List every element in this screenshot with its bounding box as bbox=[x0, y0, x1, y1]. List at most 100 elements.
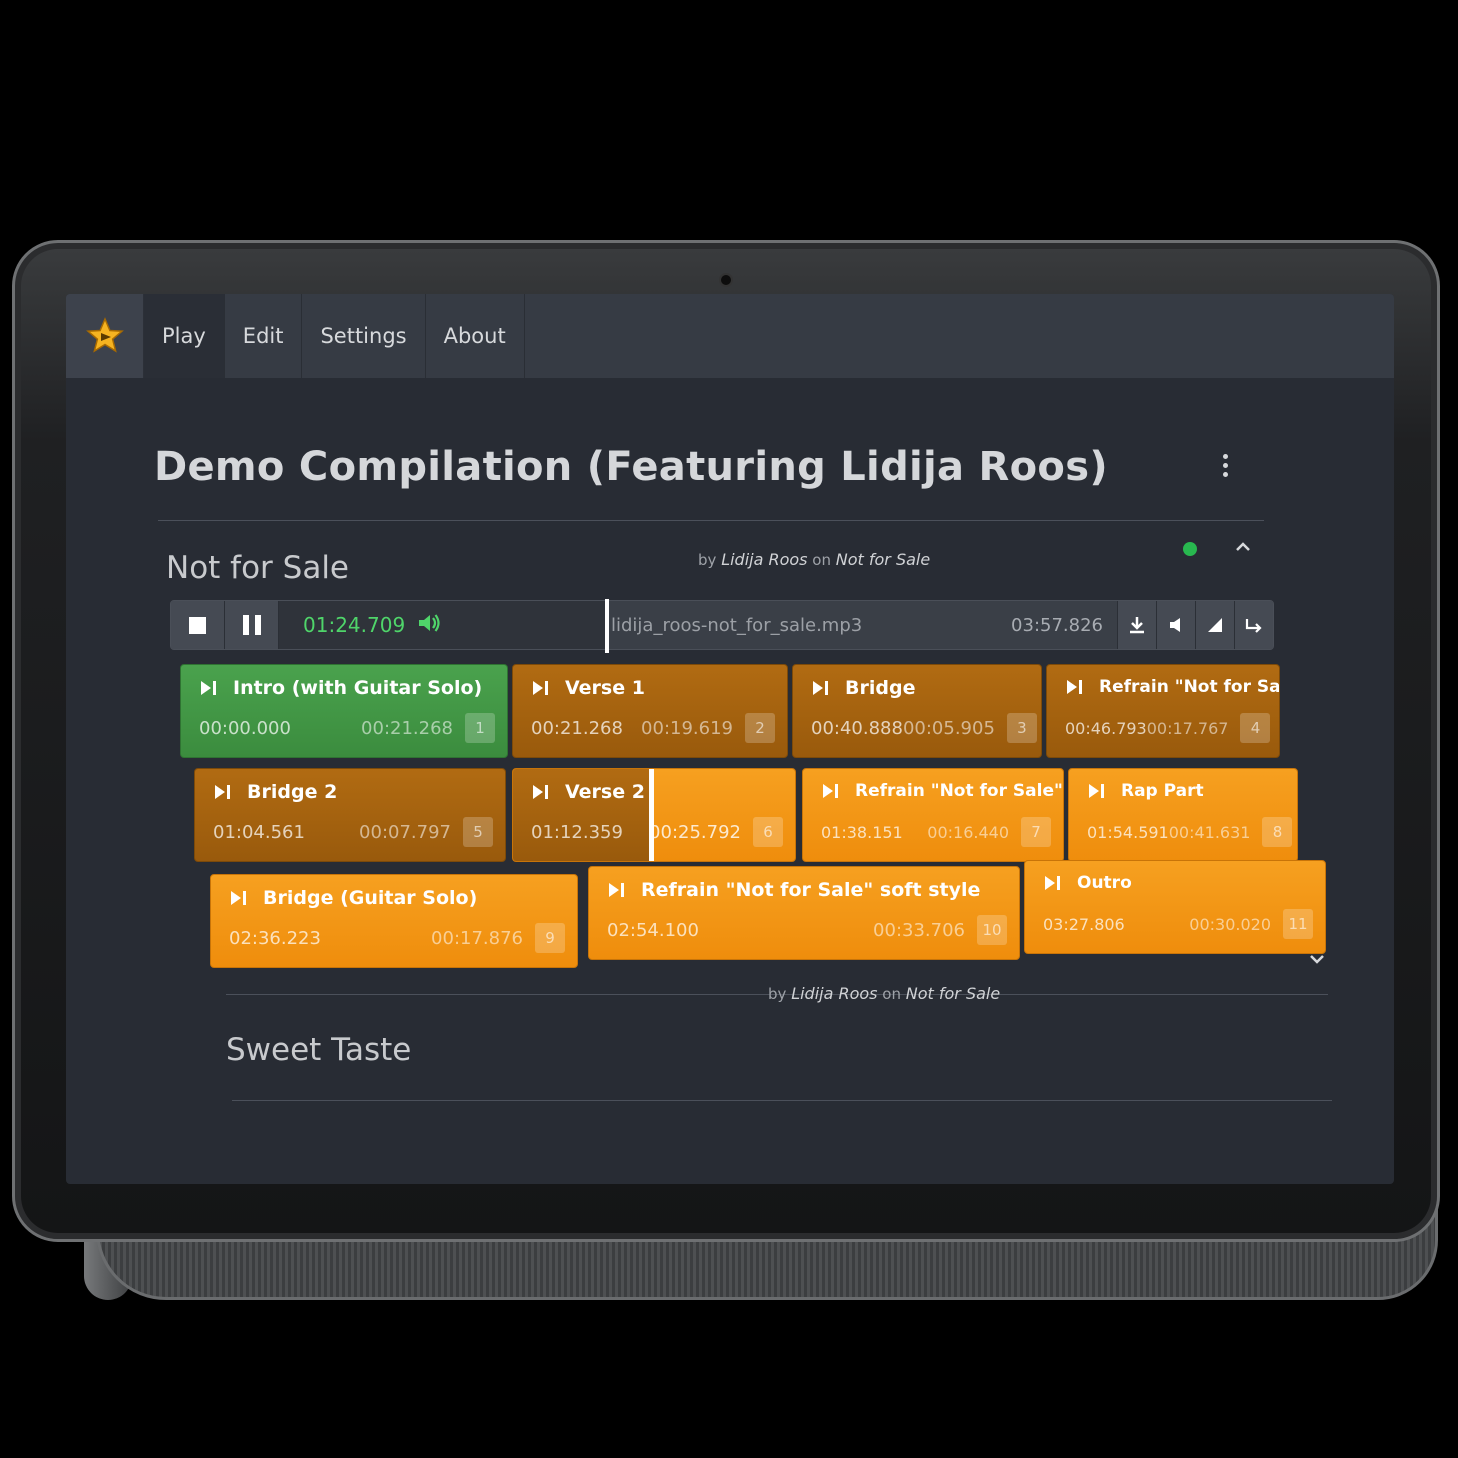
navbar: Play Edit Settings About bbox=[66, 294, 1394, 378]
byline-on: on bbox=[882, 985, 901, 1003]
track-artist: Lidija Roos bbox=[791, 984, 878, 1003]
tab-play-label: Play bbox=[162, 324, 206, 348]
cue-title: Refrain "Not for Sale" soft style bbox=[641, 879, 981, 901]
stop-icon bbox=[189, 616, 206, 634]
app-screen: Play Edit Settings About Demo Compilatio… bbox=[66, 294, 1394, 1184]
cue-start-time: 01:54.591 bbox=[1087, 822, 1169, 842]
cue-button[interactable]: Refrain "Not for Sale" 00:46.79300:17.76… bbox=[1046, 664, 1280, 758]
play-next-icon bbox=[1043, 875, 1063, 891]
cue-start-time: 01:04.561 bbox=[213, 821, 305, 843]
cue-start-time: 01:38.151 bbox=[821, 822, 903, 842]
cue-button[interactable]: Verse 2 01:12.359 00:25.792 6 bbox=[512, 768, 796, 862]
cue-length: 00:25.792 bbox=[649, 821, 741, 843]
cue-button[interactable]: Refrain "Not for Sale" soft style 02:54.… bbox=[588, 866, 1020, 960]
tab-about[interactable]: About bbox=[426, 294, 525, 378]
play-next-icon bbox=[821, 783, 841, 799]
byline-by: by bbox=[698, 551, 717, 569]
cue-number-badge: 10 bbox=[977, 915, 1007, 945]
cue-title: Refrain "Not for Sale" bbox=[1099, 677, 1280, 697]
tab-settings[interactable]: Settings bbox=[302, 294, 426, 378]
media-duration: 03:57.826 bbox=[1011, 614, 1103, 636]
player-bar: 01:24.709 lidija_roos-not_for_sale.mp3 0… bbox=[170, 599, 1274, 653]
cue-start-time: 02:54.100 bbox=[607, 919, 699, 941]
collapse-chevron-up-icon[interactable] bbox=[1234, 534, 1252, 558]
cue-number-badge: 11 bbox=[1283, 909, 1313, 939]
volume-speaker-icon bbox=[417, 612, 441, 639]
return-arrow-icon[interactable] bbox=[1234, 601, 1273, 649]
waveform-seekbar[interactable]: lidija_roos-not_for_sale.mp3 03:57.826 bbox=[605, 599, 1117, 653]
cue-number-badge: 3 bbox=[1006, 713, 1037, 743]
play-next-icon bbox=[229, 890, 249, 906]
cue-button[interactable]: Refrain "Not for Sale" 01:38.151 00:16.44… bbox=[802, 768, 1064, 862]
compilation-title: Demo Compilation (Featuring Lidija Roos) bbox=[154, 444, 1108, 490]
current-time: 01:24.709 bbox=[303, 613, 406, 637]
play-next-icon bbox=[531, 784, 551, 800]
cue-start-time: 00:46.793 bbox=[1065, 718, 1147, 738]
track-album: Not for Sale bbox=[905, 984, 1001, 1003]
cue-length: 00:17.876 bbox=[431, 927, 523, 949]
pause-button[interactable] bbox=[225, 601, 279, 649]
cue-length: 00:30.020 bbox=[1189, 914, 1271, 934]
track-byline: by Lidija Roos on Not for Sale bbox=[768, 984, 1000, 1003]
pause-icon bbox=[242, 615, 261, 635]
play-next-icon bbox=[199, 680, 219, 696]
cue-number-badge: 9 bbox=[535, 923, 565, 953]
tab-play[interactable]: Play bbox=[144, 294, 225, 378]
app-logo-star-icon[interactable] bbox=[66, 294, 144, 378]
stop-button[interactable] bbox=[171, 601, 225, 649]
more-options-icon[interactable] bbox=[1218, 454, 1232, 478]
track-divider bbox=[226, 994, 1328, 995]
cue-button[interactable]: Outro 03:27.806 00:30.020 11 bbox=[1024, 860, 1326, 954]
play-next-icon bbox=[1065, 679, 1085, 695]
cue-title: Refrain "Not for Sale" bbox=[855, 781, 1063, 801]
cue-length: 00:41.631 bbox=[1168, 822, 1251, 842]
cue-title: Bridge (Guitar Solo) bbox=[263, 887, 478, 909]
cue-start-time: 03:27.806 bbox=[1043, 914, 1125, 934]
cue-length: 00:21.268 bbox=[361, 717, 453, 739]
track-divider bbox=[232, 1100, 1332, 1101]
cue-number-badge: 1 bbox=[465, 713, 495, 743]
cue-start-time: 00:00.000 bbox=[199, 717, 291, 739]
download-icon[interactable] bbox=[1117, 601, 1156, 649]
title-divider bbox=[158, 520, 1264, 521]
track-title: Not for Sale bbox=[166, 550, 350, 586]
track-album: Not for Sale bbox=[835, 550, 931, 569]
cue-title: Rap Part bbox=[1121, 781, 1204, 801]
cue-number-badge: 8 bbox=[1262, 817, 1293, 847]
online-status-indicator bbox=[1183, 542, 1197, 556]
volume-down-icon[interactable] bbox=[1156, 601, 1195, 649]
cue-title: Verse 2 bbox=[565, 781, 645, 803]
cue-number-badge: 6 bbox=[753, 817, 783, 847]
cue-title: Outro bbox=[1077, 873, 1132, 893]
cue-button[interactable]: Bridge (Guitar Solo) 02:36.223 00:17.876 9 bbox=[210, 874, 578, 968]
play-next-icon bbox=[531, 680, 551, 696]
cue-title: Verse 1 bbox=[565, 677, 645, 699]
cue-number-badge: 7 bbox=[1021, 817, 1051, 847]
media-file-name: lidija_roos-not_for_sale.mp3 bbox=[611, 614, 863, 636]
cue-title: Bridge 2 bbox=[247, 781, 338, 803]
tab-about-label: About bbox=[443, 324, 506, 348]
cue-number-badge: 4 bbox=[1240, 713, 1271, 743]
tab-edit[interactable]: Edit bbox=[225, 294, 303, 378]
cue-length: 00:07.797 bbox=[359, 821, 451, 843]
cue-start-time: 01:12.359 bbox=[531, 821, 623, 843]
byline-on: on bbox=[812, 551, 831, 569]
cue-start-time: 02:36.223 bbox=[229, 927, 321, 949]
cue-start-time: 00:21.268 bbox=[531, 717, 623, 739]
play-next-icon bbox=[811, 680, 831, 696]
play-next-icon bbox=[607, 882, 627, 898]
play-next-icon bbox=[213, 784, 233, 800]
expand-chevron-down-icon[interactable] bbox=[1308, 948, 1326, 972]
cue-start-time: 00:40.888 bbox=[811, 717, 903, 739]
tab-edit-label: Edit bbox=[242, 324, 284, 348]
current-time-display: 01:24.709 bbox=[279, 601, 605, 649]
cue-length: 00:16.440 bbox=[927, 822, 1009, 842]
volume-up-icon[interactable] bbox=[1195, 601, 1234, 649]
cue-playback-progress bbox=[513, 769, 654, 861]
